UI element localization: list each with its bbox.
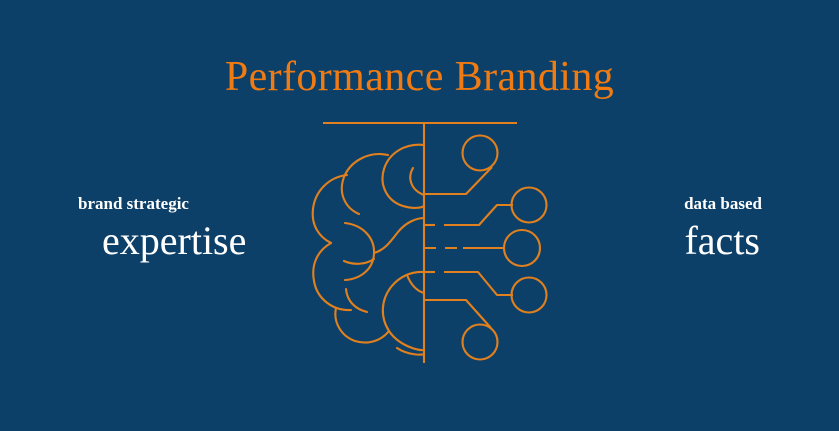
brain-right-circuit xyxy=(424,166,513,329)
circuit-node-4 xyxy=(510,276,548,314)
brain-circuit-nodes xyxy=(461,134,548,361)
brain-axis xyxy=(323,121,517,363)
brain-circuit-icon xyxy=(285,105,555,375)
circuit-node-3 xyxy=(502,228,542,268)
brain-left-lobes xyxy=(311,143,426,356)
circuit-node-5 xyxy=(461,323,499,361)
right-headline: facts xyxy=(684,218,760,263)
left-headline: expertise xyxy=(102,218,247,263)
right-kicker: data based xyxy=(684,194,762,213)
left-text-block: brand strategic expertise xyxy=(25,193,338,265)
circuit-node-2 xyxy=(510,186,548,224)
circuit-node-1 xyxy=(461,134,499,172)
page-title: Performance Branding xyxy=(224,54,615,100)
right-text-block: data based facts xyxy=(502,193,814,265)
left-kicker: brand strategic xyxy=(78,194,189,213)
